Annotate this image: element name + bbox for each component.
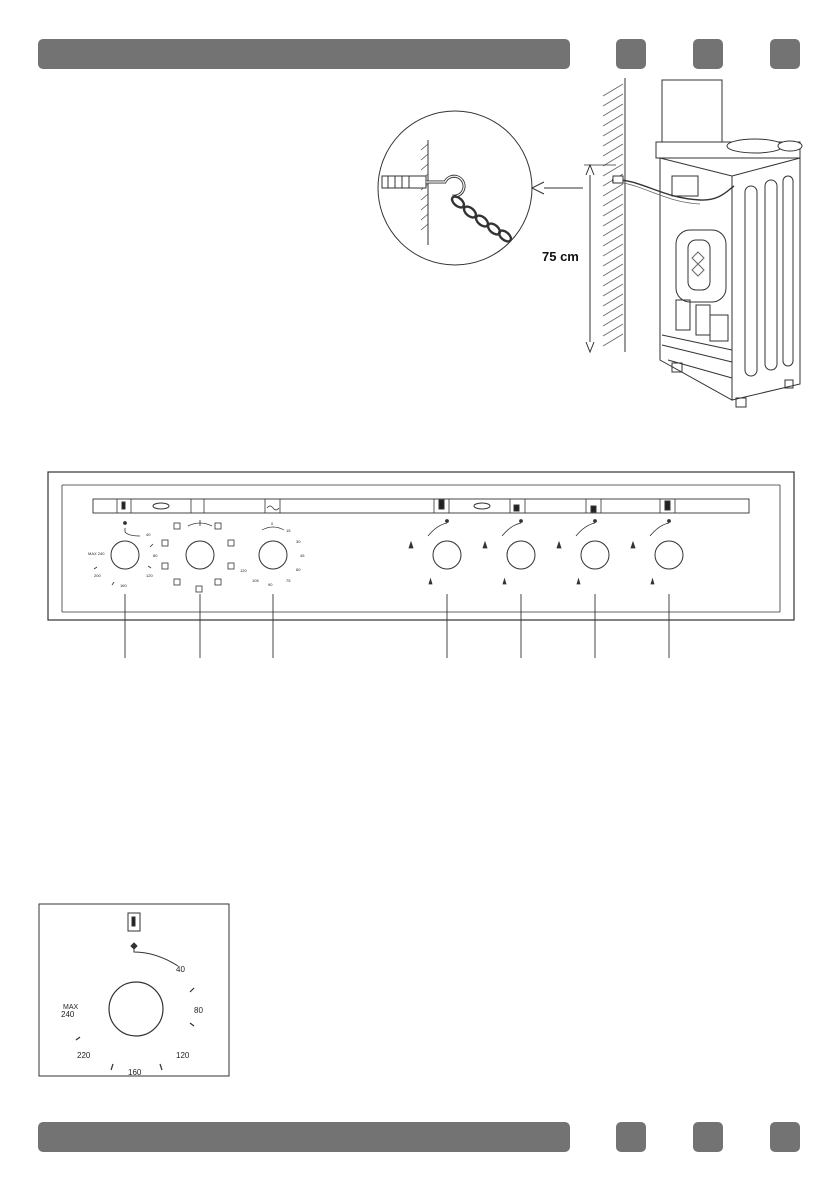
header-tab-1[interactable]: [616, 39, 646, 69]
timer-knob-scale: [261, 526, 285, 531]
detail-max-label: MAX: [63, 1004, 79, 1011]
detail-mark-220: 220: [77, 1051, 91, 1060]
burner-knob-4[interactable]: [654, 540, 684, 570]
oven-mark-200: 200: [94, 573, 101, 578]
wall-hatch-line: [602, 93, 624, 107]
detail-mark-160: 160: [128, 1068, 142, 1077]
detail-max-value: 240: [61, 1010, 75, 1019]
wall-hatch-line: [602, 83, 624, 97]
detail-mark-120: 120: [176, 1051, 190, 1060]
oven-mark-80: 80: [153, 553, 158, 558]
oven-knob-scale: [93, 521, 154, 586]
oven-mark-40: 40: [146, 532, 151, 537]
oven-mark-120: 120: [146, 573, 153, 578]
oven-function-knob[interactable]: [185, 540, 215, 570]
function-icon-4: [227, 539, 235, 547]
wall-hatch-line: [602, 203, 624, 217]
wall-hatch-line: [602, 133, 624, 147]
timer-mark-60: 60: [296, 567, 301, 572]
oven-function-icons: [161, 520, 235, 593]
wall-hatch-line: [602, 263, 624, 277]
timer-mark-0: 0: [271, 521, 274, 526]
wall-hatch-line: [602, 293, 624, 307]
footer-bar: [38, 1122, 570, 1152]
wall-hatch-line: [602, 333, 624, 347]
cooker-back-illustration: [611, 79, 803, 408]
oven-thermostat-knob[interactable]: [110, 540, 140, 570]
wall-hatch-line: [602, 233, 624, 247]
header-tab-2[interactable]: [693, 39, 723, 69]
height-label: 75 cm: [542, 249, 579, 264]
control-panel: [47, 471, 795, 621]
burner-knob-1[interactable]: [432, 540, 462, 570]
wall-hatch-line: [602, 123, 624, 137]
header-tab-3[interactable]: [770, 39, 800, 69]
timer-mark-30: 30: [296, 539, 301, 544]
header-bar: [38, 39, 570, 69]
timer-mark-120: 120: [240, 568, 247, 573]
timer-mark-105: 105: [252, 578, 259, 583]
detail-mark-40: 40: [176, 965, 185, 974]
function-icon-1: [173, 522, 181, 530]
function-icon-3: [161, 539, 169, 547]
height-dimension: [584, 163, 616, 354]
timer-mark-75: 75: [286, 578, 291, 583]
function-icon-5: [161, 562, 169, 570]
function-icon-8: [214, 578, 222, 586]
wall-hatch-line: [602, 283, 624, 297]
wall-hatch-line: [602, 223, 624, 237]
wall-hatch-line: [602, 323, 624, 337]
burner-knob-marks: [408, 519, 671, 585]
burner-knob-2[interactable]: [506, 540, 536, 570]
wall-hatch-line: [602, 183, 624, 197]
function-icon-7: [173, 578, 181, 586]
wall-hatch-line: [602, 163, 624, 177]
wall-hatch-line: [602, 313, 624, 327]
wall-hatch-line: [602, 243, 624, 257]
timer-mark-15: 15: [286, 528, 291, 533]
function-icon-9: [195, 585, 203, 593]
footer-tab-2[interactable]: [693, 1122, 723, 1152]
wall-hatch-line: [602, 253, 624, 267]
callout-lines: [124, 594, 670, 658]
wall-hatch-line: [602, 273, 624, 287]
wall-hatch-line: [602, 153, 624, 167]
function-icon-2: [214, 522, 222, 530]
detail-mark-80: 80: [194, 1006, 203, 1015]
wall: [602, 78, 626, 352]
wall-hatch-line: [602, 113, 624, 127]
thermostat-detail-knob: [108, 981, 164, 1037]
magnifier-detail: [377, 110, 533, 266]
timer-mark-45: 45: [300, 553, 305, 558]
timer-mark-90: 90: [268, 582, 273, 587]
wall-hatch-line: [602, 193, 624, 207]
timer-knob[interactable]: [258, 540, 288, 570]
wall-hatch-line: [602, 303, 624, 317]
footer-tab-3[interactable]: [770, 1122, 800, 1152]
wall-hatch-line: [602, 213, 624, 227]
burner-knob-3[interactable]: [580, 540, 610, 570]
footer-tab-1[interactable]: [616, 1122, 646, 1152]
oven-mark-max: MAX 240: [88, 551, 105, 556]
wall-hatch-line: [602, 143, 624, 157]
oven-mark-160: 160: [120, 583, 127, 588]
function-icon-6: [227, 562, 235, 570]
wall-hatch-line: [602, 103, 624, 117]
